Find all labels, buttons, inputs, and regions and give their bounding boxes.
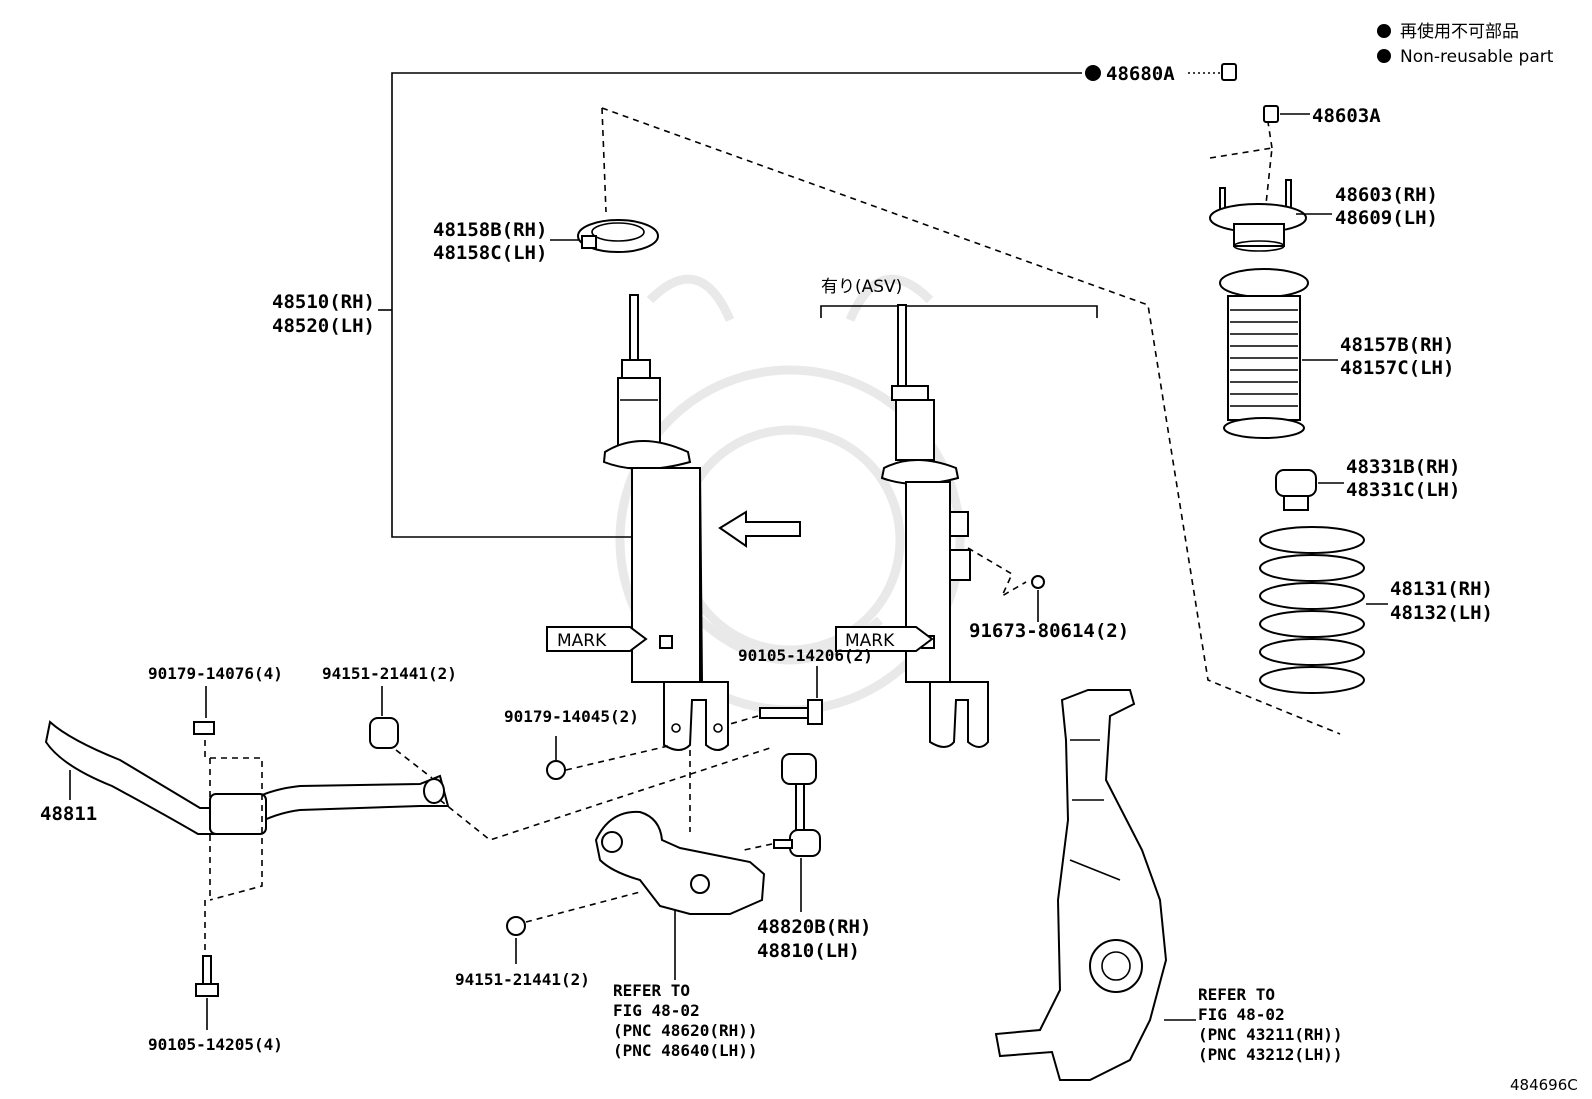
nut-icon	[1221, 63, 1237, 81]
refer-knuckle: REFER TO FIG 48-02 (PNC 43211(RH)) (PNC …	[1198, 985, 1343, 1064]
bullet-icon	[1377, 49, 1391, 63]
svg-text:FIG 48-02: FIG 48-02	[613, 1001, 700, 1020]
label-48510: 48510(RH)	[272, 291, 375, 313]
bracket-dash	[209, 757, 263, 901]
part-90179-14045[interactable]	[546, 736, 669, 780]
figure-id: 484696C	[1510, 1076, 1578, 1094]
legend: 再使用不可部品 Non-reusable part	[1377, 21, 1554, 67]
label-48331B: 48331B(RH)	[1346, 456, 1460, 478]
label-90179-14045: 90179-14045(2)	[504, 707, 639, 726]
label-48603A: 48603A	[1312, 105, 1381, 127]
svg-text:REFER TO: REFER TO	[613, 981, 690, 1000]
label-48157B: 48157B(RH)	[1340, 334, 1454, 356]
svg-text:MARK: MARK	[557, 631, 607, 651]
part-48157-boot[interactable]	[1219, 268, 1338, 439]
lower-control-arm[interactable]	[594, 810, 766, 980]
legend-en: Non-reusable part	[1400, 47, 1554, 67]
non-reusable-bullet-icon	[1085, 65, 1101, 81]
label-48132: 48132(LH)	[1390, 602, 1493, 624]
part-48820B-link[interactable]	[743, 753, 821, 912]
svg-text:(PNC 48640(LH)): (PNC 48640(LH))	[613, 1041, 758, 1060]
svg-text:(PNC 43211(RH)): (PNC 43211(RH))	[1198, 1025, 1343, 1044]
part-94151-bottom[interactable]	[506, 891, 641, 964]
part-48331-bumpstop[interactable]	[1275, 469, 1344, 511]
label-48520: 48520(LH)	[272, 315, 375, 337]
part-90105-14205[interactable]	[195, 955, 219, 1030]
label-48331C: 48331C(LH)	[1346, 479, 1460, 501]
part-90179-14076[interactable]	[193, 686, 215, 735]
part-48603A[interactable]	[1263, 105, 1310, 123]
svg-text:(PNC 43212(LH)): (PNC 43212(LH))	[1198, 1045, 1343, 1064]
strut-asv[interactable]	[880, 304, 989, 748]
label-48158B: 48158B(RH)	[433, 219, 547, 241]
steering-knuckle[interactable]	[994, 689, 1196, 1081]
assembly-bracket	[391, 72, 1082, 538]
direction-arrow-icon	[718, 510, 801, 548]
asv-bracket	[820, 305, 1098, 318]
label-48680A: 48680A	[1106, 63, 1175, 85]
legend-jp: 再使用不可部品	[1400, 21, 1519, 42]
label-48603: 48603(RH)	[1335, 184, 1438, 206]
mark-tab	[659, 635, 673, 649]
svg-text:REFER TO: REFER TO	[1198, 985, 1275, 1004]
part-94151-top[interactable]	[369, 686, 433, 779]
label-94151-bottom: 94151-21441(2)	[455, 970, 590, 989]
label-48609: 48609(LH)	[1335, 207, 1438, 229]
label-48131: 48131(RH)	[1390, 578, 1493, 600]
refer-arm: REFER TO FIG 48-02 (PNC 48620(RH)) (PNC …	[613, 981, 758, 1060]
label-48810: 48810(LH)	[757, 940, 860, 962]
strut-main[interactable]	[602, 294, 729, 751]
mount-dash	[1209, 121, 1273, 205]
label-48157C: 48157C(LH)	[1340, 357, 1454, 379]
part-91673-80614[interactable]	[967, 547, 1045, 622]
bullet-icon	[1377, 24, 1391, 38]
label-48811: 48811	[40, 803, 97, 825]
label-48820B: 48820B(RH)	[757, 916, 871, 938]
mark-tag-1: MARK	[546, 626, 648, 652]
svg-text:FIG 48-02: FIG 48-02	[1198, 1005, 1285, 1024]
assembly-dash	[601, 107, 1341, 735]
label-91673: 91673-80614(2)	[969, 620, 1129, 642]
label-90179-14076: 90179-14076(4)	[148, 664, 283, 683]
part-48603[interactable]	[1209, 179, 1332, 252]
part-48131-spring[interactable]	[1259, 526, 1388, 694]
part-90105-14206[interactable]	[729, 666, 823, 725]
label-94151-top: 94151-21441(2)	[322, 664, 457, 683]
part-48158[interactable]	[550, 219, 659, 253]
part-48680A[interactable]: 48680A	[1085, 63, 1237, 85]
label-90105-14205: 90105-14205(4)	[148, 1035, 283, 1054]
label-90105-14206: 90105-14206(2)	[738, 646, 873, 665]
label-asv: 有り(ASV)	[821, 277, 902, 297]
label-48158C: 48158C(LH)	[433, 242, 547, 264]
svg-text:(PNC 48620(RH)): (PNC 48620(RH))	[613, 1021, 758, 1040]
svg-text:MARK: MARK	[845, 631, 895, 651]
mark-tag-2: MARK	[835, 626, 934, 652]
